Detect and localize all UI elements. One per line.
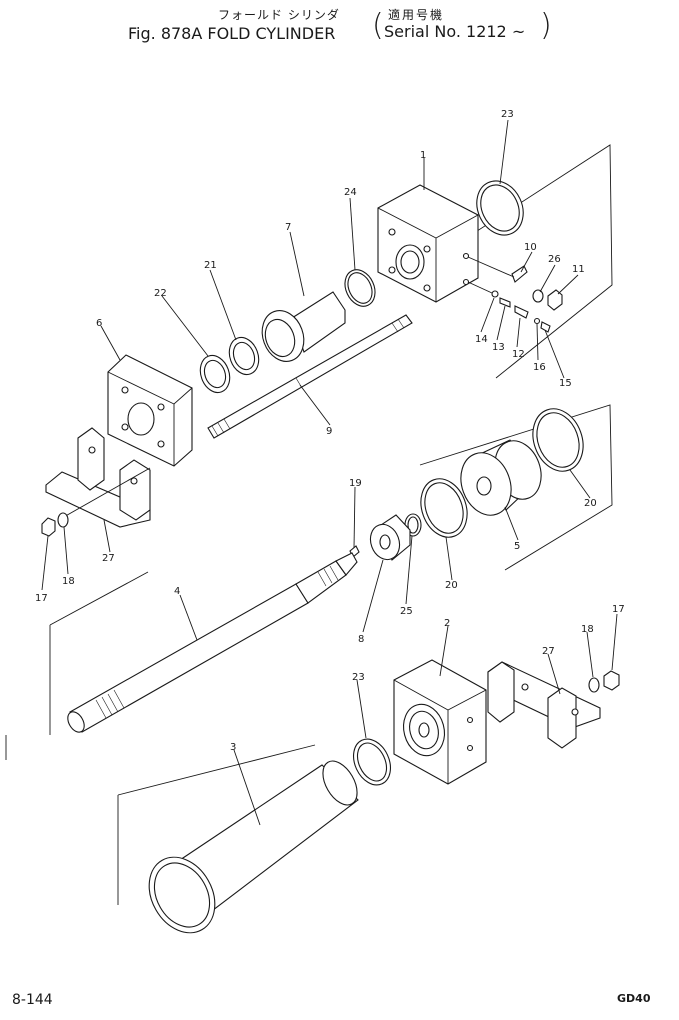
callout-12: 12 [512,349,525,360]
callout-leaders [41,119,618,826]
part-11-nut [547,289,563,311]
frame-upper-right [439,144,613,379]
japanese-title: フォールド シリンダ [218,6,340,23]
callout-23-lower: 23 [352,672,365,683]
callout-7: 7 [285,222,291,233]
callout-9: 9 [326,426,332,437]
leader-14-bore [467,281,493,294]
japanese-serial-label: 適用号機 [388,8,445,22]
callout-1: 1 [420,150,426,161]
part-17-nut-right [603,670,620,691]
leader-27-bolt [61,467,151,519]
callout-21: 21 [204,260,217,271]
part-22-ring-inner [203,359,227,389]
callout-19: 19 [349,478,362,489]
callout-10: 10 [524,242,537,253]
part-20-ring-upper-inner [536,412,580,468]
part-14-ball [491,290,499,298]
part-4-piston-rod [67,552,358,733]
callout-18-right: 18 [581,624,594,635]
part-23-o-ring-lower-inner [356,742,388,782]
page-number: 8-144 [12,992,53,1008]
callout-25: 25 [400,606,413,617]
serial-range: Serial No. 1212 ~ [384,22,526,41]
callout-4: 4 [174,586,180,597]
part-13-spring [499,297,511,308]
part-1-head-block [377,184,479,303]
callout-13: 13 [492,342,505,353]
part-23-o-ring-top-inner [480,184,520,232]
callout-18-left: 18 [62,576,75,587]
callout-27-right: 27 [542,646,555,657]
callout-20-lower: 20 [445,580,458,591]
figure-title: Fig. 878A FOLD CYLINDER [128,24,336,43]
part-6-flange-plate [107,354,193,467]
part-25-o-ring-inner [407,516,419,534]
callout-15: 15 [559,378,572,389]
part-26-washer [532,289,544,303]
part-18-washer-left [57,512,69,528]
part-7-sleeve [261,291,346,362]
callout-17-right: 17 [612,604,625,615]
part-18-washer-right [588,677,600,693]
callout-22: 22 [154,288,167,299]
part-9-tie-rod [207,314,413,439]
part-27-bracket-right [487,661,601,749]
callout-11: 11 [572,264,585,275]
callout-6: 6 [96,318,102,329]
part-27-bracket-left [45,427,151,528]
part-8-bushing [369,514,411,561]
left-parenthesis: ( [372,8,384,43]
part-21-ring-inner [232,341,256,371]
callout-8: 8 [358,634,364,645]
frame-rod-top [49,571,149,626]
callout-14: 14 [475,334,488,345]
right-parenthesis: ) [540,8,552,43]
part-16-ball [533,317,541,325]
callout-16: 16 [533,362,546,373]
callout-5: 5 [514,541,520,552]
model-code: GD40 [617,992,651,1005]
callout-24: 24 [344,187,357,198]
part-24-o-ring-inner [347,272,373,304]
part-15-spring [540,321,551,333]
frame-tube-top [117,744,316,796]
part-3-cylinder-tube [148,760,359,934]
part-17-nut-left [41,517,56,537]
callout-17-left: 17 [35,593,48,604]
part-2-rod-head-block [393,659,487,785]
callout-20-upper: 20 [584,498,597,509]
part-12-plug [514,305,529,319]
part-10-fitting [511,265,528,283]
callout-27-left: 27 [102,553,115,564]
frame-middle-right [419,404,613,571]
leader-10-bore [467,256,515,278]
callout-3: 3 [230,742,236,753]
callout-23-top: 23 [501,109,514,120]
callout-numbers: 23 1 24 10 26 11 7 21 22 6 14 13 12 16 1… [35,109,625,753]
part-5-piston [460,439,542,516]
japanese-title-text: フォールド シリンダ [218,8,340,22]
part-20-ring-lower-inner [424,482,464,534]
callout-26: 26 [548,254,561,265]
callout-2: 2 [444,618,450,629]
